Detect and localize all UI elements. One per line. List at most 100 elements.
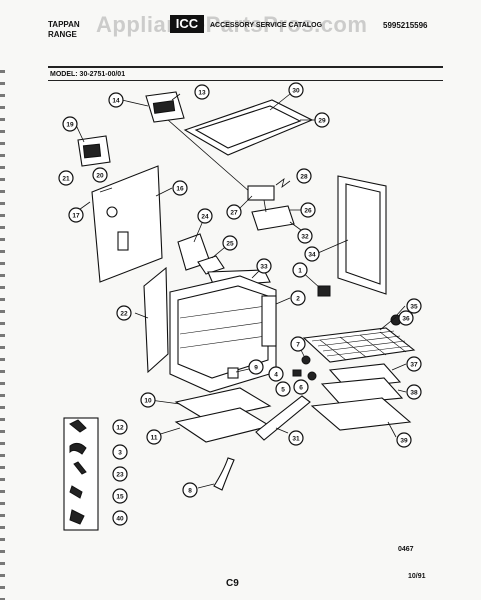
svg-text:12: 12 bbox=[116, 425, 124, 432]
callout-40: 40 bbox=[112, 510, 128, 526]
callout-19: 19 bbox=[62, 116, 78, 132]
header-rule bbox=[48, 66, 443, 68]
svg-text:28: 28 bbox=[300, 174, 308, 181]
svg-text:27: 27 bbox=[230, 210, 238, 217]
callout-28: 28 bbox=[296, 168, 312, 184]
svg-text:8: 8 bbox=[188, 488, 192, 495]
callout-33: 33 bbox=[256, 258, 272, 274]
svg-text:32: 32 bbox=[301, 234, 309, 241]
svg-text:14: 14 bbox=[112, 98, 120, 105]
page-number: C9 bbox=[226, 578, 239, 589]
callout-6: 6 bbox=[293, 379, 309, 395]
svg-text:20: 20 bbox=[96, 173, 104, 180]
svg-text:31: 31 bbox=[292, 436, 300, 443]
callout-12: 12 bbox=[112, 419, 128, 435]
part-16-shape bbox=[91, 165, 163, 283]
svg-text:7: 7 bbox=[296, 342, 300, 349]
icc-logo: ICC bbox=[170, 15, 204, 33]
part-10-shape bbox=[174, 387, 272, 421]
part-31-shape bbox=[255, 395, 311, 441]
part-8-shape bbox=[213, 457, 235, 491]
svg-text:36: 36 bbox=[402, 316, 410, 323]
doc-number: 5995215596 bbox=[383, 21, 428, 30]
svg-text:30: 30 bbox=[292, 88, 300, 95]
part-1-shape bbox=[317, 285, 331, 297]
brand-line-2: RANGE bbox=[48, 30, 77, 39]
callout-17: 17 bbox=[68, 207, 84, 223]
callout-5: 5 bbox=[275, 381, 291, 397]
callout-3: 3 bbox=[112, 444, 128, 460]
part-7-shape bbox=[301, 355, 311, 365]
revision-date: 10/91 bbox=[408, 573, 426, 580]
callout-24: 24 bbox=[197, 208, 213, 224]
svg-text:23: 23 bbox=[116, 472, 124, 479]
callout-7: 7 bbox=[290, 336, 306, 352]
callout-37: 37 bbox=[406, 356, 422, 372]
svg-text:13: 13 bbox=[198, 90, 206, 97]
part-9-shape bbox=[227, 367, 239, 379]
callout-14: 14 bbox=[108, 92, 124, 108]
svg-text:22: 22 bbox=[120, 311, 128, 318]
part-32-shape bbox=[251, 205, 295, 231]
model-rule bbox=[48, 80, 443, 81]
callout-2: 2 bbox=[290, 290, 306, 306]
svg-text:10: 10 bbox=[144, 398, 152, 405]
part-27-shape bbox=[247, 185, 275, 201]
callout-10: 10 bbox=[140, 392, 156, 408]
svg-text:17: 17 bbox=[72, 213, 80, 220]
diagram-code: 0467 bbox=[398, 546, 414, 553]
svg-text:1: 1 bbox=[298, 268, 302, 275]
part-39-shape bbox=[310, 397, 412, 431]
callout-26: 26 bbox=[300, 202, 316, 218]
callout-4: 4 bbox=[268, 366, 284, 382]
svg-text:35: 35 bbox=[410, 304, 418, 311]
svg-text:33: 33 bbox=[260, 264, 268, 271]
part-11-shape bbox=[174, 407, 272, 443]
callout-31: 31 bbox=[288, 430, 304, 446]
svg-text:15: 15 bbox=[116, 494, 124, 501]
callout-27: 27 bbox=[226, 204, 242, 220]
callout-30: 30 bbox=[288, 82, 304, 98]
svg-text:16: 16 bbox=[176, 186, 184, 193]
callout-39: 39 bbox=[396, 432, 412, 448]
callout-1: 1 bbox=[292, 262, 308, 278]
part-36-shape bbox=[302, 327, 416, 363]
svg-text:4: 4 bbox=[274, 372, 278, 379]
svg-text:3: 3 bbox=[118, 450, 122, 457]
callout-bubbles: 1 2 3 4 5 6 7 8 9 10 11 12 13 14 15 16 1… bbox=[58, 82, 422, 526]
callout-36: 36 bbox=[398, 310, 414, 326]
svg-text:37: 37 bbox=[410, 362, 418, 369]
callout-23: 23 bbox=[112, 466, 128, 482]
svg-text:9: 9 bbox=[254, 365, 258, 372]
callout-25: 25 bbox=[222, 235, 238, 251]
svg-text:6: 6 bbox=[299, 385, 303, 392]
svg-text:5: 5 bbox=[281, 387, 285, 394]
scan-edge-marks bbox=[0, 70, 5, 600]
svg-text:21: 21 bbox=[62, 176, 70, 183]
callout-21: 21 bbox=[58, 170, 74, 186]
callout-29: 29 bbox=[314, 112, 330, 128]
catalog-title: ACCESSORY SERVICE CATALOG bbox=[210, 22, 323, 29]
callout-8: 8 bbox=[182, 482, 198, 498]
callout-9: 9 bbox=[248, 359, 264, 375]
watermark: AppliancePartsPros.com bbox=[96, 12, 368, 37]
svg-text:34: 34 bbox=[308, 252, 316, 259]
svg-text:39: 39 bbox=[400, 438, 408, 445]
callout-22: 22 bbox=[116, 305, 132, 321]
part-2-shape bbox=[261, 295, 277, 347]
callout-11: 11 bbox=[146, 429, 162, 445]
svg-text:2: 2 bbox=[296, 296, 300, 303]
svg-text:25: 25 bbox=[226, 241, 234, 248]
callout-16: 16 bbox=[172, 180, 188, 196]
svg-text:11: 11 bbox=[151, 435, 158, 442]
callout-34: 34 bbox=[304, 246, 320, 262]
svg-text:40: 40 bbox=[116, 516, 124, 523]
svg-text:26: 26 bbox=[304, 208, 312, 215]
callout-35: 35 bbox=[406, 298, 422, 314]
svg-text:29: 29 bbox=[318, 118, 326, 125]
model-number: MODEL: 30-2751-00/01 bbox=[50, 71, 126, 78]
brand-line-1: TAPPAN bbox=[48, 20, 80, 29]
callout-32: 32 bbox=[297, 228, 313, 244]
